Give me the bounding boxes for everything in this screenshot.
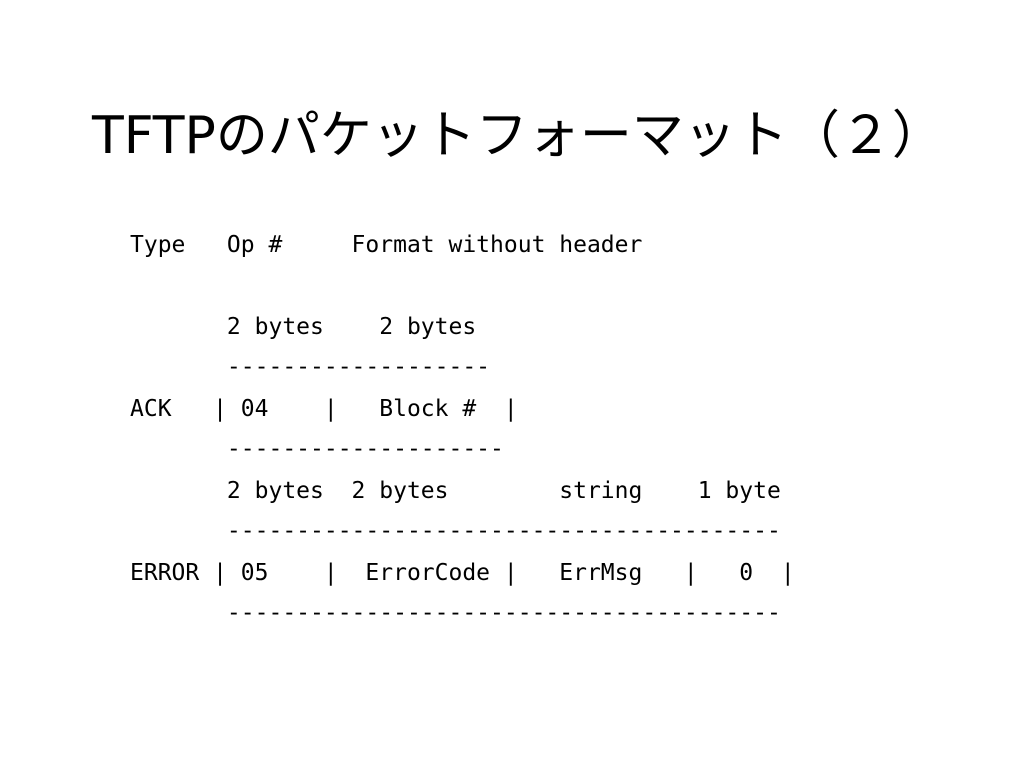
ack-top-border: ------------------- [130,354,491,380]
ack-packet-row: ACK | 04 | Block # | [130,396,518,422]
error-bottom-border: ---------------------------------------- [130,600,781,626]
header-row: Type Op # Format without header [130,232,643,258]
error-size-row: 2 bytes 2 bytes string 1 byte [130,478,781,504]
error-packet-row: ERROR | 05 | ErrorCode | ErrMsg | 0 | [130,560,795,586]
error-top-border: ---------------------------------------- [130,518,781,544]
ack-bottom-border: -------------------- [130,436,504,462]
slide-title: TFTPのパケットフォーマット（２） [92,106,944,166]
ack-size-row: 2 bytes 2 bytes [130,314,477,340]
